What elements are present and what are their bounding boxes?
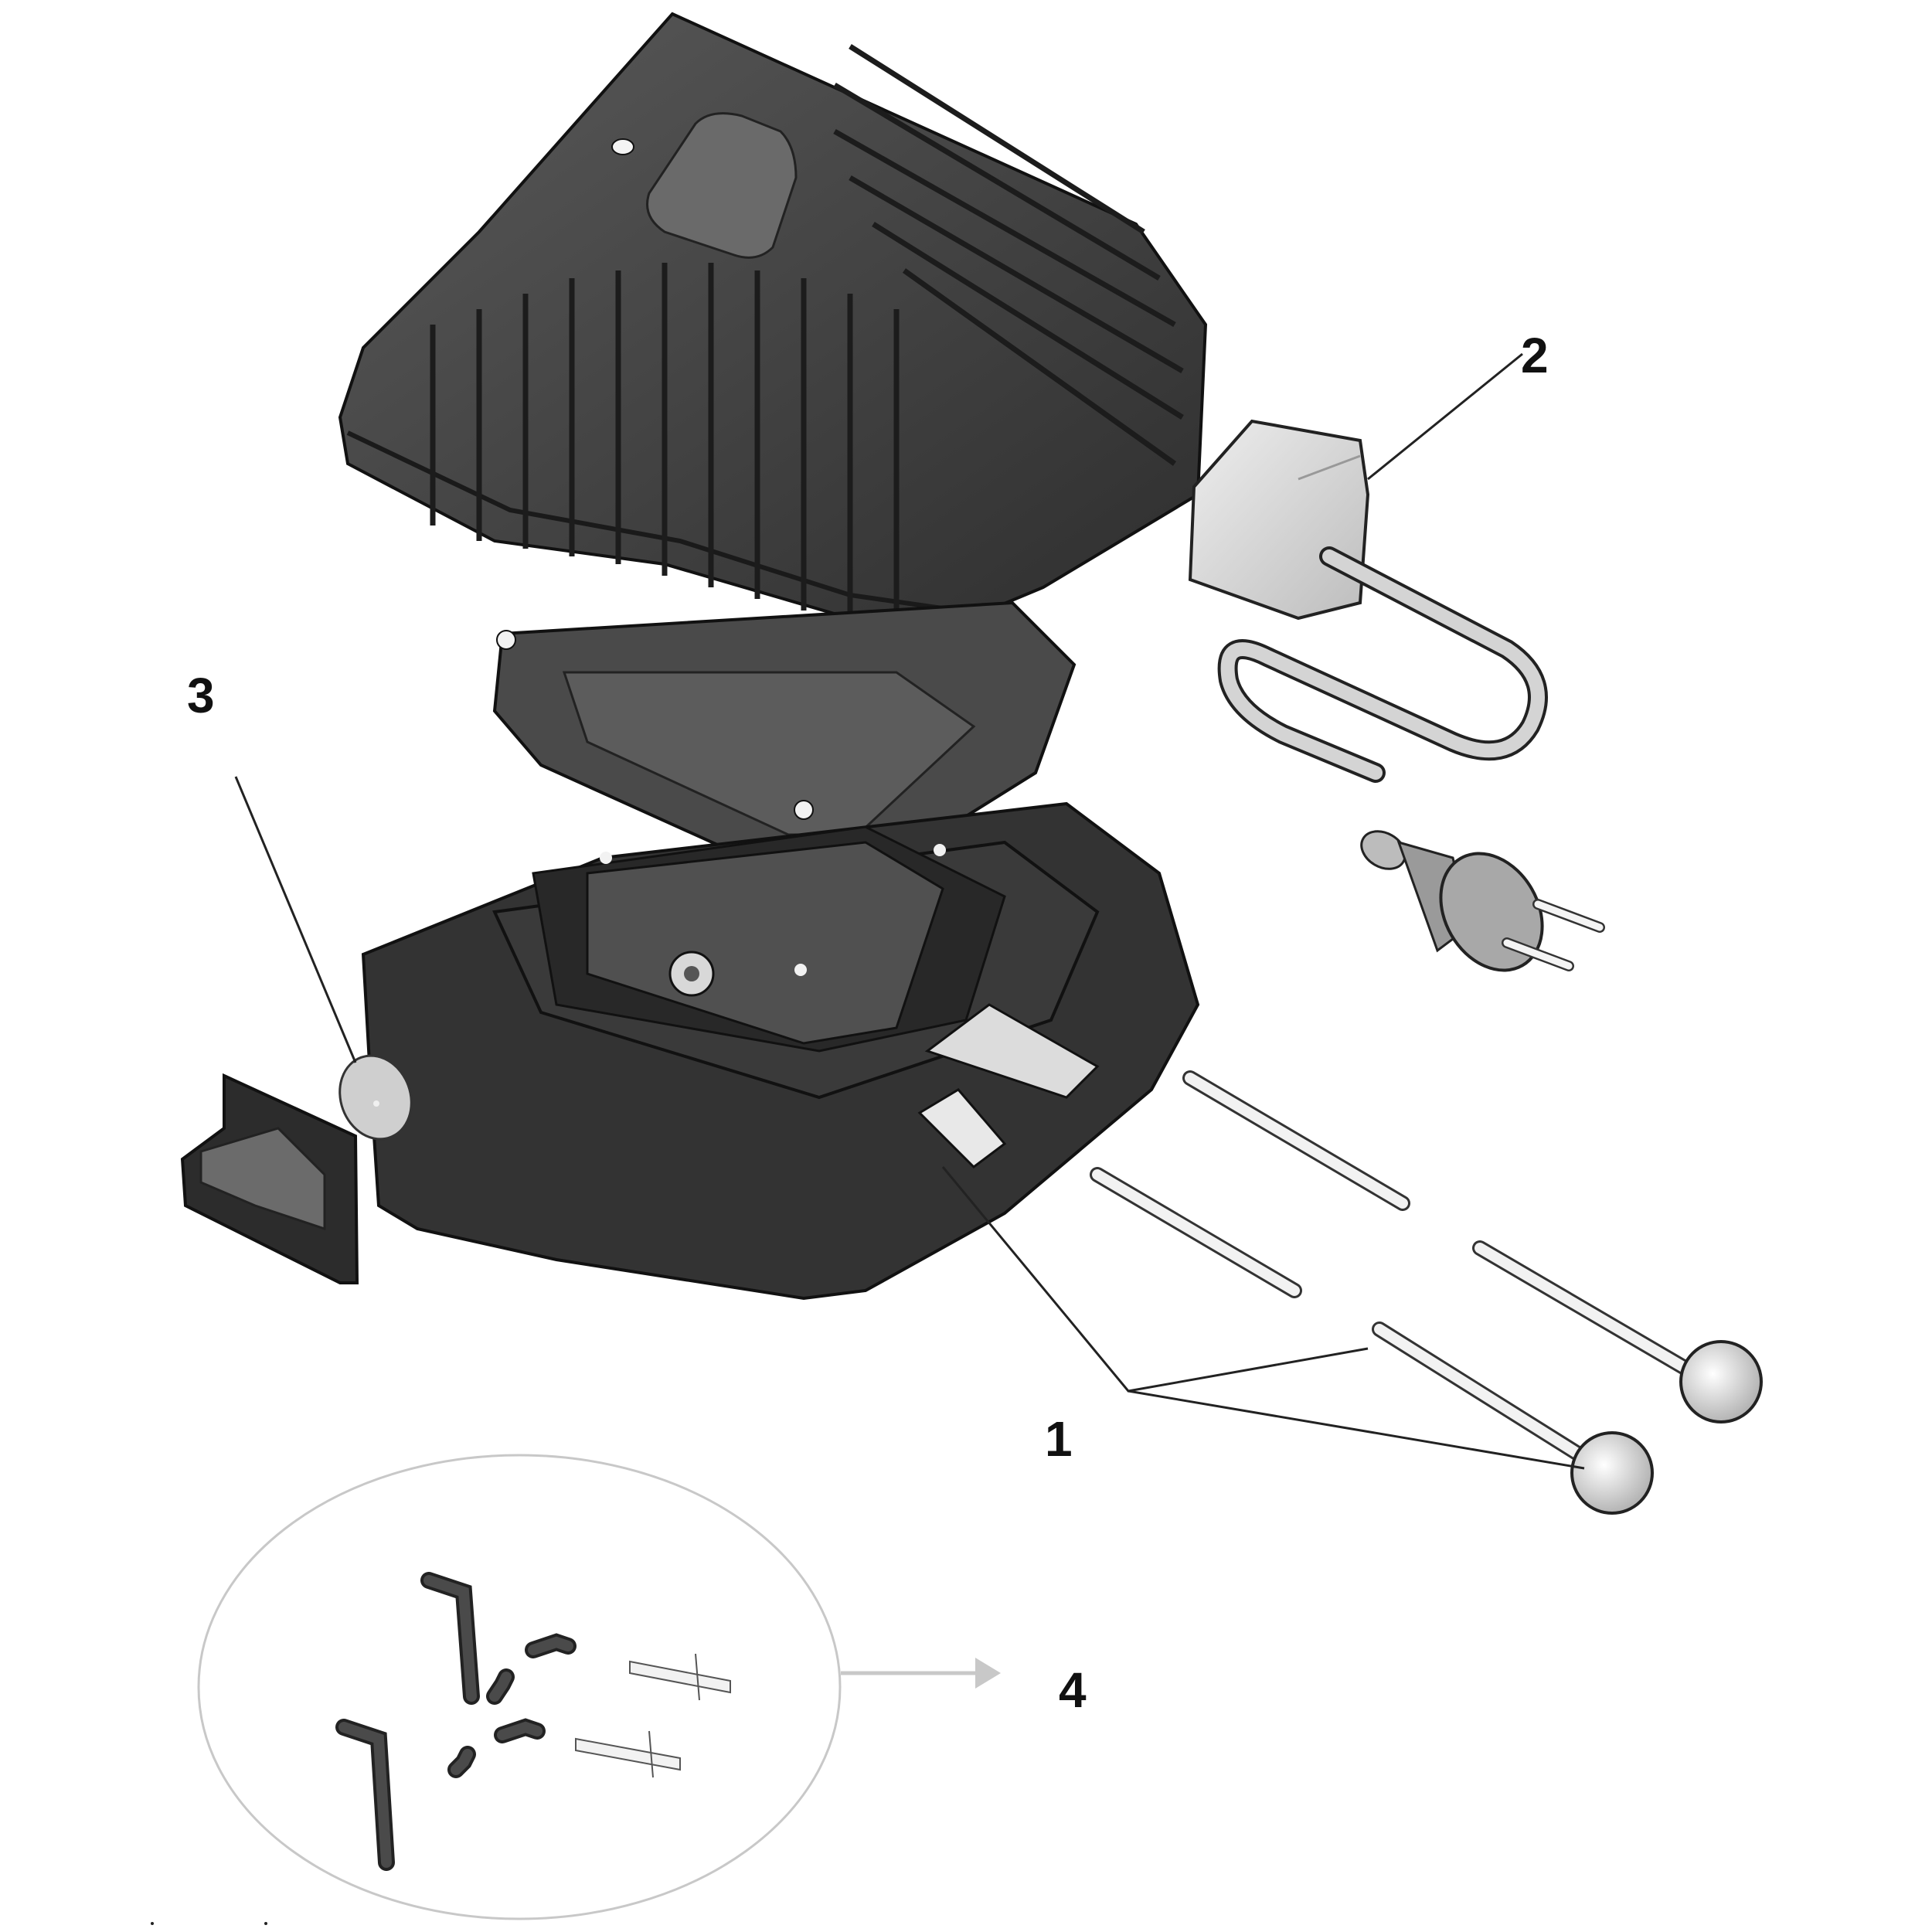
leader-lines [234,352,1585,1470]
callout-label-4: 4 [1059,1662,1087,1718]
pump-base [361,801,1200,1301]
cover-screw [611,138,634,155]
callout-label-2: 2 [1521,328,1549,383]
power-cord [1217,546,1548,783]
mains-plug [1360,830,1605,972]
air-hoses [1090,1070,1692,1461]
leader-1b [1128,1389,1585,1470]
stray-mark [264,1922,267,1925]
leader-3 [234,776,357,1063]
filter-cover [180,1073,359,1284]
cover-ribs [430,44,1184,618]
membrane [338,1054,413,1141]
leader-2 [1367,352,1523,481]
callout-label-1: 1 [1045,1411,1073,1467]
power-supply [1188,419,1370,621]
stray-mark [151,1922,154,1925]
callout-label-3: 3 [187,668,215,723]
air-stones [1570,1340,1763,1515]
kit-valves [575,1653,731,1778]
top-cover [338,12,1208,628]
connector-kit [197,1454,1001,1920]
logo-badge [646,112,798,259]
